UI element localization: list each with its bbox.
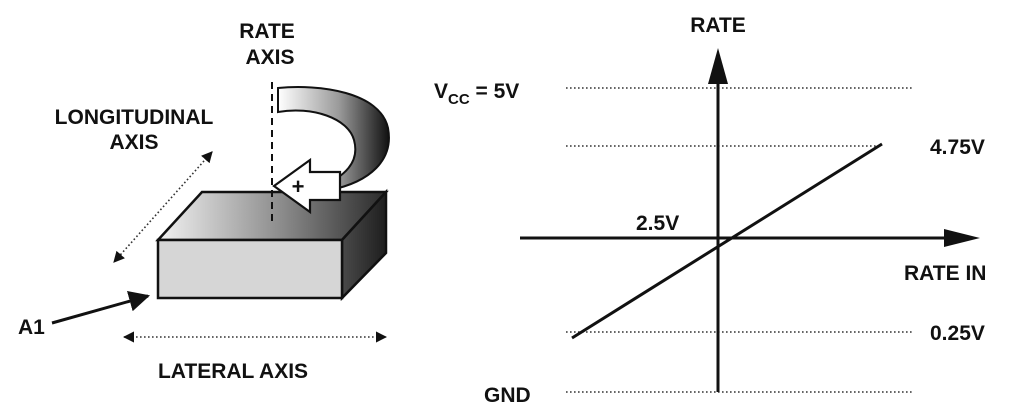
rate-transfer-line bbox=[571, 142, 883, 340]
y-axis-label: RATE bbox=[690, 14, 746, 37]
longitudinal-axis-label-line2: AXIS bbox=[109, 131, 158, 154]
rate-output-graph: RATE VCC = 5V 4.75V 2.5V 0.25V RATE IN G… bbox=[434, 14, 986, 407]
pin-a1-label: A1 bbox=[18, 316, 45, 339]
x-axis-arrowhead bbox=[944, 229, 980, 247]
vcc-label-subscript: CC bbox=[448, 91, 470, 108]
rotation-positive-sign: + bbox=[292, 174, 305, 199]
vcc-label-main: V bbox=[434, 80, 448, 103]
longitudinal-axis-label-line1: LONGITUDINAL bbox=[55, 106, 214, 129]
pin-a1-arrow bbox=[51, 291, 151, 325]
low-level-label: 0.25V bbox=[930, 322, 985, 345]
sensor-illustration: RATE AXIS LONGITUDINAL AXIS + A1 LATERAL… bbox=[18, 20, 390, 383]
vcc-label-value: = 5V bbox=[470, 80, 520, 103]
mid-level-label: 2.5V bbox=[636, 212, 679, 235]
longitudinal-axis-arrow bbox=[113, 151, 213, 263]
sensor-box-front bbox=[156, 238, 344, 300]
vcc-label: VCC = 5V bbox=[434, 80, 519, 108]
lateral-axis-label: LATERAL AXIS bbox=[158, 360, 308, 383]
rate-axis-label-line2: AXIS bbox=[245, 46, 294, 69]
rotation-arrow-head bbox=[272, 157, 342, 215]
high-level-label: 4.75V bbox=[930, 136, 985, 159]
gnd-label: GND bbox=[484, 384, 531, 407]
y-axis-arrowhead bbox=[708, 48, 728, 84]
x-axis-label: RATE IN bbox=[904, 262, 986, 285]
rate-axis-label-line1: RATE bbox=[239, 20, 295, 43]
